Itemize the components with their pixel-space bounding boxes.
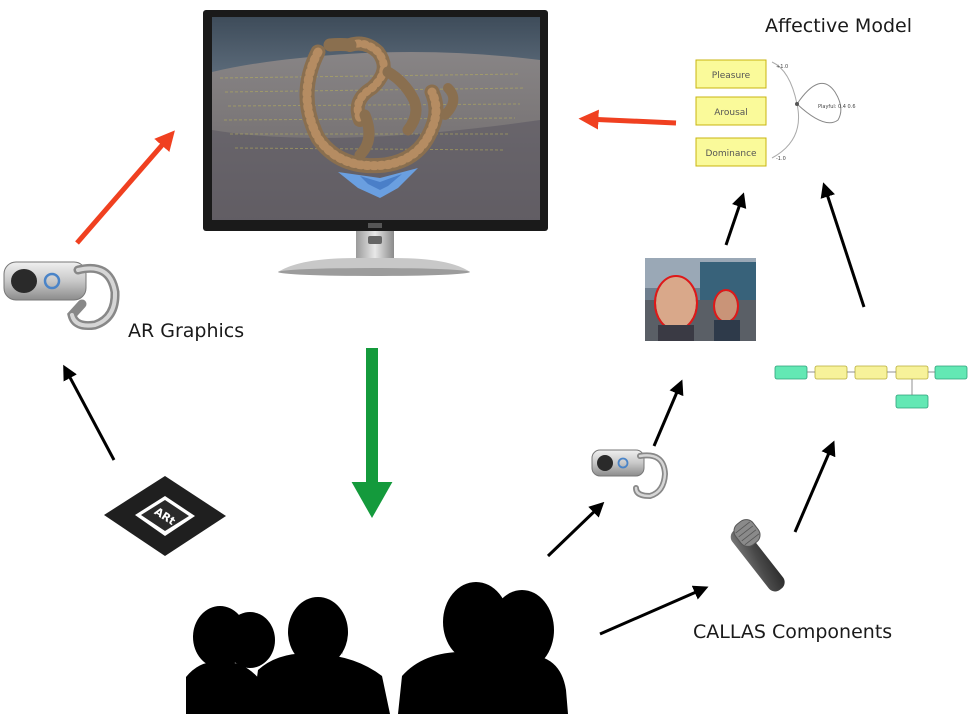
arousal-label: Arousal <box>714 108 748 118</box>
callas-flow-graph <box>774 365 968 409</box>
ar-marker-icon: ARt <box>104 476 226 556</box>
dominance-label: Dominance <box>705 149 757 159</box>
axis-bottom-label: -1.0 <box>776 156 786 162</box>
black-arrows <box>63 182 866 636</box>
flow-node <box>854 365 888 380</box>
webcam-icon <box>591 449 669 500</box>
arousal-box <box>695 96 767 126</box>
microphone-icon <box>730 519 785 592</box>
dominance-box <box>695 137 767 167</box>
flow-node <box>895 365 929 380</box>
flow-node <box>895 394 929 409</box>
flow-node <box>814 365 848 380</box>
audience-silhouette-icon <box>186 582 568 714</box>
ar-graphics-label: AR Graphics <box>128 320 245 342</box>
red-arrow-model-to-monitor <box>578 109 677 130</box>
face-detection-photo <box>645 258 756 341</box>
axis-top-label: +1.0 <box>776 64 788 70</box>
red-arrow-monitor <box>75 130 175 245</box>
curve-label: Playful: 0.4 0.6 <box>818 104 856 110</box>
flow-node <box>934 365 968 380</box>
flow-node <box>774 365 808 380</box>
affective-model: Pleasure Arousal Dominance +1.0 -1.0 Pla… <box>695 59 856 167</box>
pleasure-label: Pleasure <box>712 71 751 81</box>
affective-model-title: Affective Model <box>765 15 912 37</box>
pleasure-box <box>695 59 767 89</box>
ar-sculpture <box>299 36 459 174</box>
callas-components-label: CALLAS Components <box>693 621 893 643</box>
webcam-icon <box>3 261 120 330</box>
monitor-icon <box>203 10 548 276</box>
